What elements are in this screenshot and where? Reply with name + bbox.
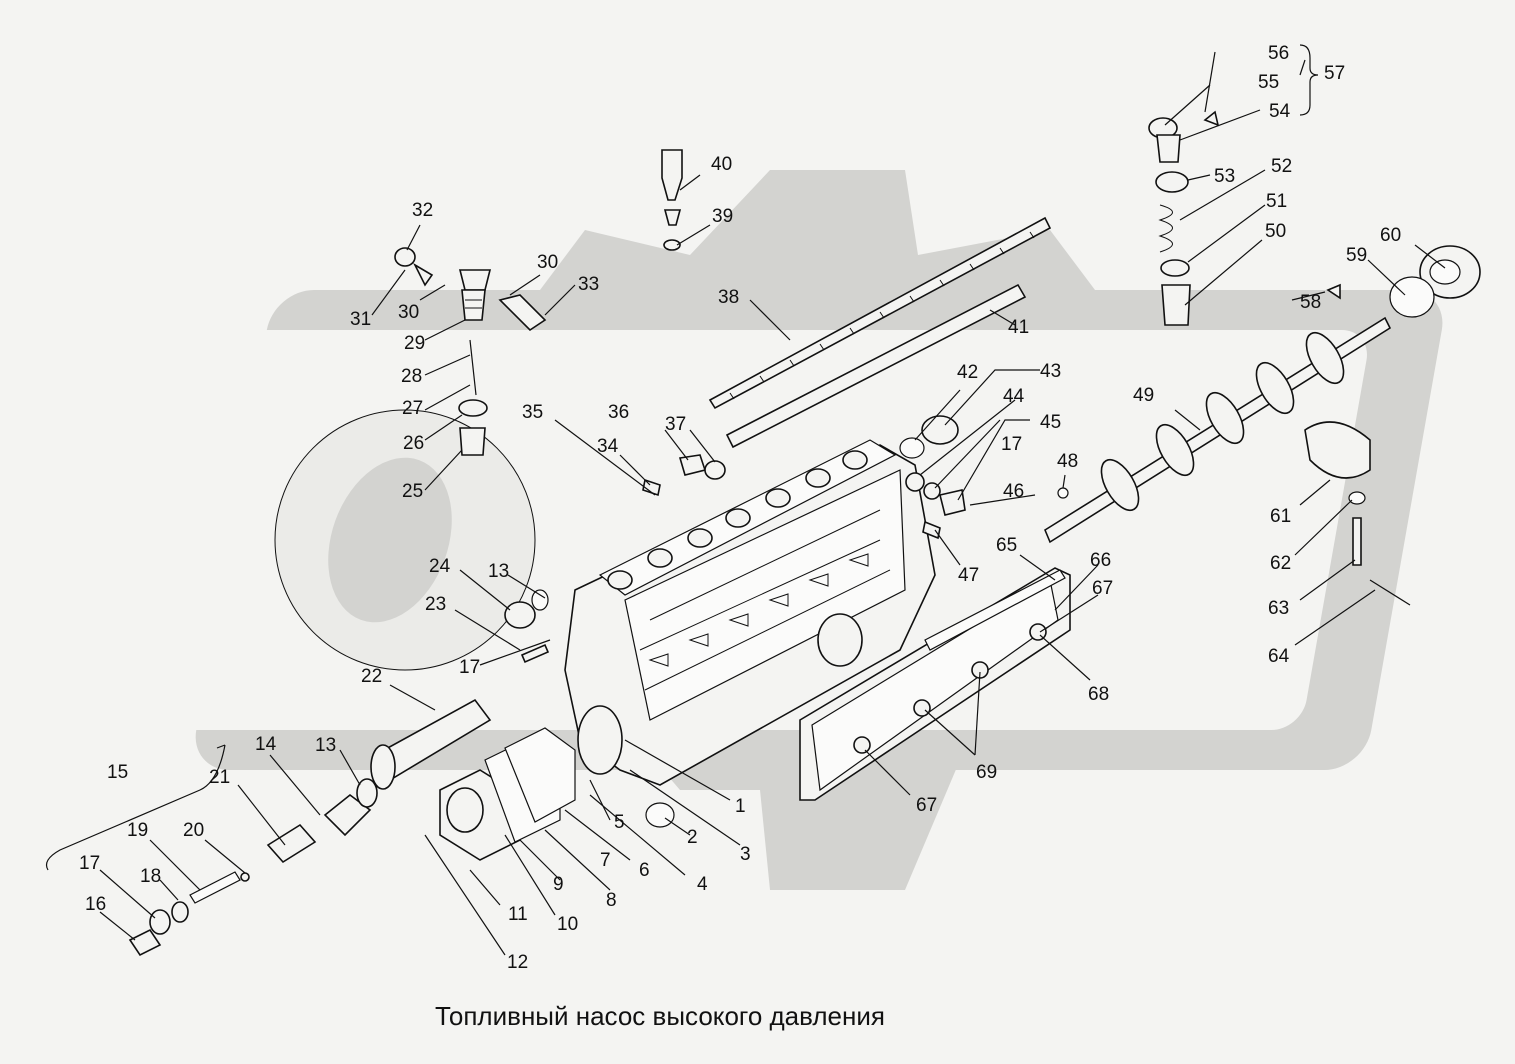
callout-label: 41 [1008, 317, 1029, 338]
callout-label: 4 [697, 874, 708, 895]
callout-label: 64 [1268, 646, 1290, 667]
callout-label: 34 [597, 436, 619, 457]
callout-label: 32 [412, 200, 433, 221]
control-rack [708, 216, 1052, 410]
callout-label: 62 [1270, 553, 1291, 574]
callout-label: 56 [1268, 43, 1289, 64]
callout-label: 12 [507, 952, 528, 973]
callout-label: 22 [361, 666, 382, 687]
callout-label: 53 [1214, 166, 1235, 187]
callout-label: 7 [600, 850, 611, 871]
callout-label: 2 [687, 827, 698, 848]
callout-label: 54 [1269, 101, 1291, 122]
callout-label: 61 [1270, 506, 1291, 527]
callout-label: 16 [85, 894, 106, 915]
delivery-valve-parts [394, 247, 547, 456]
callout-label: 21 [209, 767, 230, 788]
callout-label: 15 [107, 762, 128, 783]
callout-label: 9 [553, 874, 564, 895]
callout-label: 13 [315, 735, 336, 756]
inspection-window-slots [648, 553, 869, 667]
callout-label: 17 [459, 657, 480, 678]
callout-label: 58 [1300, 292, 1321, 313]
coupling-stack [439, 705, 675, 861]
callout-label: 6 [639, 860, 650, 881]
callout-label: 35 [522, 402, 543, 423]
inlet-fittings [128, 589, 550, 957]
callout-label: 66 [1090, 550, 1111, 571]
callout-label: 25 [402, 481, 423, 502]
callout-label: 40 [711, 154, 732, 175]
callout-label: 24 [429, 556, 451, 577]
callout-label: 17 [79, 853, 100, 874]
diagram-caption: Топливный насос высокого давления [435, 1001, 885, 1031]
callout-label: 65 [996, 535, 1017, 556]
callout-label: 48 [1057, 451, 1078, 472]
callout-label: 55 [1258, 72, 1279, 93]
callout-label: 68 [1088, 684, 1109, 705]
callout-label: 49 [1133, 385, 1154, 406]
callout-label: 33 [578, 274, 599, 295]
callout-label: 37 [665, 414, 686, 435]
callout-label: 46 [1003, 481, 1024, 502]
callout-label: 57 [1324, 63, 1345, 84]
callout-label: 1 [735, 796, 746, 817]
callout-label: 3 [740, 844, 751, 865]
roller-tappet-stack [1148, 110, 1220, 326]
callout-label: 63 [1268, 598, 1289, 619]
callout-label: 14 [255, 734, 277, 755]
callout-label: 43 [1040, 361, 1061, 382]
leader-lines [45, 51, 1446, 956]
callout-label: 44 [1003, 386, 1025, 407]
callout-label: 20 [183, 820, 204, 841]
callout-label: 28 [401, 366, 422, 387]
callout-label: 69 [976, 762, 997, 783]
callout-label: 52 [1271, 156, 1292, 177]
top-ports [607, 450, 868, 590]
rack-guide-rail [725, 283, 1027, 449]
gasket-strip [924, 569, 1066, 651]
callout-label: 30 [537, 252, 558, 273]
callout-label: 23 [425, 594, 446, 615]
callout-label: 47 [958, 565, 979, 586]
bearing-parts [1304, 245, 1481, 606]
callout-label: 13 [488, 561, 509, 582]
callout-label: 60 [1380, 225, 1401, 246]
callout-label: 50 [1265, 221, 1286, 242]
callout-labels: 1 2 3 4 5 6 7 8 9 10 11 12 13 13 14 15 1… [79, 43, 1401, 973]
callout-label: 27 [402, 398, 423, 419]
callout-label: 26 [403, 433, 424, 454]
callout-label: 8 [606, 890, 617, 911]
callout-label: 19 [127, 820, 148, 841]
callout-label: 45 [1040, 412, 1061, 433]
callout-label: 5 [614, 812, 625, 833]
callout-label: 38 [718, 287, 739, 308]
callout-label: 31 [350, 309, 371, 330]
callout-label: 39 [712, 206, 733, 227]
camshaft [1044, 316, 1392, 544]
bypass-valve-parts [661, 149, 683, 251]
mounting-flange [817, 613, 863, 667]
callout-label: 67 [1092, 578, 1113, 599]
callout-label: 29 [404, 333, 425, 354]
callout-label: 17 [1001, 434, 1022, 455]
group-brace-57 [1299, 44, 1319, 116]
callout-label: 11 [508, 904, 528, 925]
callout-label: 10 [557, 914, 578, 935]
callout-label: 30 [398, 302, 419, 323]
callout-label: 42 [957, 362, 978, 383]
callout-label: 51 [1266, 191, 1287, 212]
callout-label: 67 [916, 795, 937, 816]
callout-label: 18 [140, 866, 161, 887]
callout-label: 36 [608, 402, 629, 423]
callout-label: 59 [1346, 245, 1367, 266]
